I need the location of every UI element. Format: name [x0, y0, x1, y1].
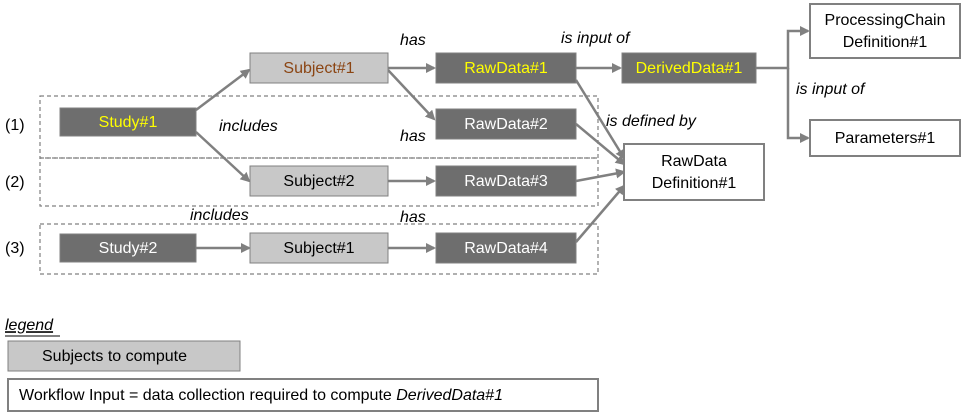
node-subject2: Subject#2 [249, 165, 389, 197]
node-rawdatadef: RawData Definition#1 [623, 143, 765, 201]
edge-deriveddata1-processingchain [756, 26, 810, 70]
edge-label-has-middle: has [400, 128, 426, 145]
edge-label-is-defined-by: is defined by [606, 113, 697, 130]
node-rawdata1-box [435, 52, 577, 84]
node-rawdata4: RawData#4 [435, 232, 577, 264]
row-label-3: (3) [5, 240, 25, 257]
node-parameters1-box [809, 119, 961, 157]
node-study2-box [59, 233, 197, 263]
legend-workflow-input-label: Workflow Input = data collection require… [19, 387, 503, 404]
node-rawdatadef-line1: RawData [661, 153, 727, 170]
node-processingchain-line2: Definition#1 [843, 34, 928, 51]
node-processingchain-line1: ProcessingChain [825, 12, 946, 29]
node-study1-label: Study#1 [99, 114, 158, 131]
edge-deriveddata1-parameters1 [786, 68, 810, 143]
node-rawdata1: RawData#1 [435, 52, 577, 84]
node-study1: Study#1 [59, 107, 197, 137]
node-subject2-label: Subject#2 [283, 173, 354, 190]
legend-workflow-input-box [7, 378, 599, 412]
legend-workflow-input-prefix: Workflow Input = data collection require… [19, 387, 396, 404]
row-label-1: (1) [5, 117, 25, 134]
node-rawdata2-label: RawData#2 [464, 116, 548, 133]
workflow-input-group-1 [39, 95, 599, 159]
edge-study1-subject1 [195, 68, 251, 111]
node-subject1-top-box [249, 52, 389, 84]
edge-rawdata3-rawdatadef [575, 168, 626, 183]
node-study2-label: Study#2 [99, 240, 158, 257]
edge-subject1-rawdata2 [387, 69, 436, 121]
legend-subjects-box [7, 340, 241, 372]
node-deriveddata1-label: DerivedData#1 [636, 60, 743, 77]
workflow-input-group-2 [39, 157, 599, 207]
node-subject1-bottom: Subject#1 [249, 232, 389, 264]
node-rawdata3-box [435, 165, 577, 197]
node-study1-box [59, 107, 197, 137]
edge-label-has-bottom: has [400, 209, 426, 226]
node-subject1-bottom-box [249, 232, 389, 264]
node-rawdatadef-line2: Definition#1 [652, 175, 737, 192]
node-rawdata4-label: RawData#4 [464, 240, 548, 257]
node-subject1-top-label: Subject#1 [283, 60, 354, 77]
edge-rawdata2-rawdatadef [575, 123, 626, 166]
node-rawdata1-label: RawData#1 [464, 60, 548, 77]
node-study2: Study#2 [59, 233, 197, 263]
edge-rawdata4-rawdatadef [575, 184, 626, 243]
edge-rawdata1-rawdatadef [574, 79, 626, 160]
node-rawdatadef-box [623, 143, 765, 201]
legend-title: legend [5, 317, 54, 334]
node-rawdata2: RawData#2 [435, 108, 577, 140]
edge-label-is-input-of-top: is input of [561, 30, 631, 47]
legend-subjects-label: Subjects to compute [42, 348, 187, 365]
edge-label-is-input-of-right: is input of [796, 81, 866, 98]
node-deriveddata1: DerivedData#1 [621, 52, 757, 84]
node-parameters1: Parameters#1 [809, 119, 961, 157]
node-deriveddata1-box [621, 52, 757, 84]
legend-workflow-input-emph: DerivedData#1 [396, 387, 503, 404]
edge-label-has-top: has [400, 32, 426, 49]
node-processingchain: ProcessingChain Definition#1 [809, 3, 961, 59]
node-parameters1-label: Parameters#1 [835, 130, 936, 147]
workflow-input-group-3 [39, 223, 599, 275]
node-rawdata3-label: RawData#3 [464, 173, 548, 190]
edge-label-includes-top: includes [219, 118, 278, 135]
edge-study1-subject2 [195, 131, 251, 183]
node-rawdata3: RawData#3 [435, 165, 577, 197]
node-processingchain-box [809, 3, 961, 59]
node-subject1-top: Subject#1 [249, 52, 389, 84]
node-rawdata4-box [435, 232, 577, 264]
node-subject2-box [249, 165, 389, 197]
node-subject1-bottom-label: Subject#1 [283, 240, 354, 257]
edge-label-includes-bottom: includes [190, 207, 249, 224]
node-rawdata2-box [435, 108, 577, 140]
row-label-2: (2) [5, 174, 25, 191]
